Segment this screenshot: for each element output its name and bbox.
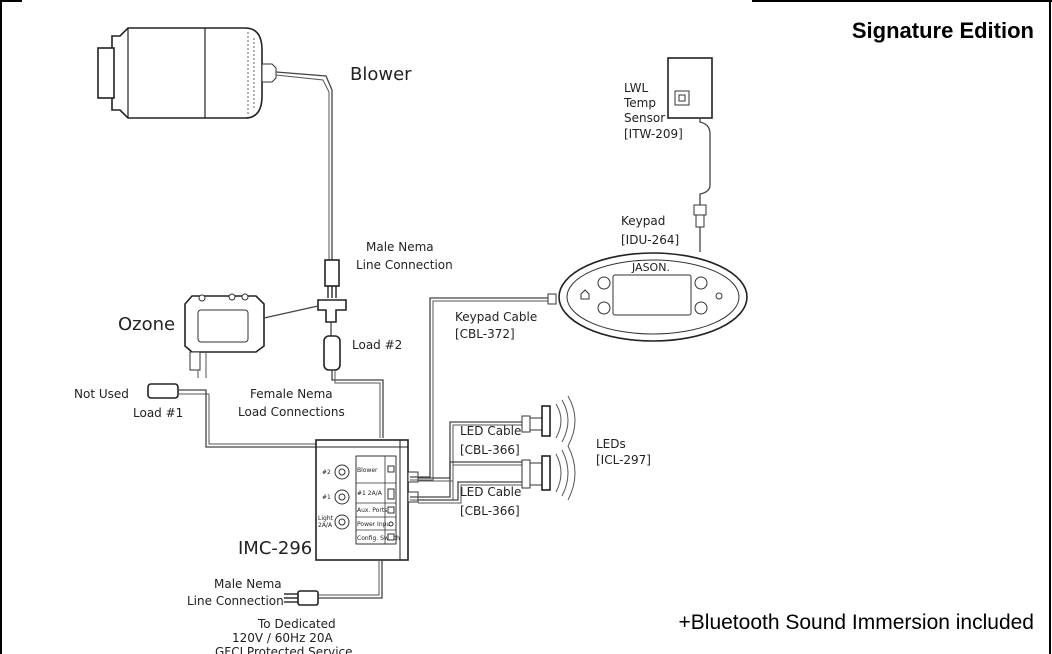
led-cable-b-label-1: LED Cable: [460, 485, 521, 499]
led-light-lower: [521, 445, 576, 501]
keypad-brand: JASON.: [631, 261, 670, 274]
controller-label: IMC-296: [238, 538, 312, 559]
footer-note: +Bluetooth Sound Immersion included: [679, 611, 1034, 634]
female-nema-label-1: Female Nema: [250, 387, 333, 401]
load2-label: Load #2: [352, 338, 402, 352]
controller-imc-296: #2 #1 Light 2A/A Blower #1 2A/A Aux. Por…: [315, 439, 419, 561]
male-nema-plug-bottom: [284, 590, 319, 606]
blower-unit: [97, 27, 277, 119]
power-label-3: GFCI Protected Service: [215, 645, 353, 654]
led-light-upper: [521, 395, 576, 447]
power-label-1: To Dedicated: [257, 617, 336, 631]
power-label-2: 120V / 60Hz 20A: [232, 631, 333, 645]
load1-label: Load #1: [133, 406, 183, 420]
lwl-label-2: Temp: [623, 96, 656, 110]
ctrl-row-3: Power Input: [357, 521, 393, 528]
male-nema-plug-top: [324, 259, 340, 298]
male-nema-top-label-2: Line Connection: [356, 258, 453, 272]
lwl-label-3: Sensor: [624, 111, 665, 125]
male-nema-top-label-1: Male Nema: [366, 240, 434, 254]
blower-label: Blower: [350, 64, 412, 85]
led-cable-b-label-2: [CBL-366]: [460, 504, 520, 518]
ozone-label: Ozone: [118, 314, 175, 335]
keypad-label-2: [IDU-264]: [621, 233, 679, 247]
ctrl-port-light-1: Light: [318, 515, 334, 522]
lwl-label-4: [ITW-209]: [624, 127, 683, 141]
keypad-cable-label-1: Keypad Cable: [455, 310, 537, 324]
ctrl-row-1: #1 2A/A: [357, 490, 383, 497]
ctrl-port-2: #2: [322, 469, 331, 476]
ctrl-row-4: Config. Switch: [357, 535, 400, 542]
ozone-unit: [184, 293, 265, 371]
leds-label-2: [ICL-297]: [596, 453, 651, 467]
load2-plug: [323, 335, 341, 371]
keypad-label-1: Keypad: [621, 214, 665, 228]
male-nema-bottom-label-1: Male Nema: [214, 577, 282, 591]
ctrl-port-1: #1: [322, 494, 331, 501]
led-cable-a-label-2: [CBL-366]: [460, 443, 520, 457]
page-title: Signature Edition: [852, 18, 1034, 43]
ctrl-port-light-2: 2A/A: [318, 522, 333, 529]
lwl-label-1: LWL: [624, 81, 648, 95]
keypad-cable-label-2: [CBL-372]: [455, 327, 515, 341]
leds-label-1: LEDs: [596, 437, 626, 451]
not-used-label: Not Used: [74, 387, 129, 401]
ctrl-row-0: Blower: [357, 467, 378, 474]
ctrl-row-2: Aux. Ports: [357, 507, 387, 514]
female-nema-label-2: Load Connections: [238, 405, 345, 419]
keypad-idu-264: JASON.: [558, 252, 748, 342]
lwl-temp-sensor: [667, 57, 713, 252]
male-nema-bottom-label-2: Line Connection: [187, 594, 284, 608]
load1-plug: [147, 383, 179, 399]
led-cable-a-label-1: LED Cable: [460, 424, 521, 438]
